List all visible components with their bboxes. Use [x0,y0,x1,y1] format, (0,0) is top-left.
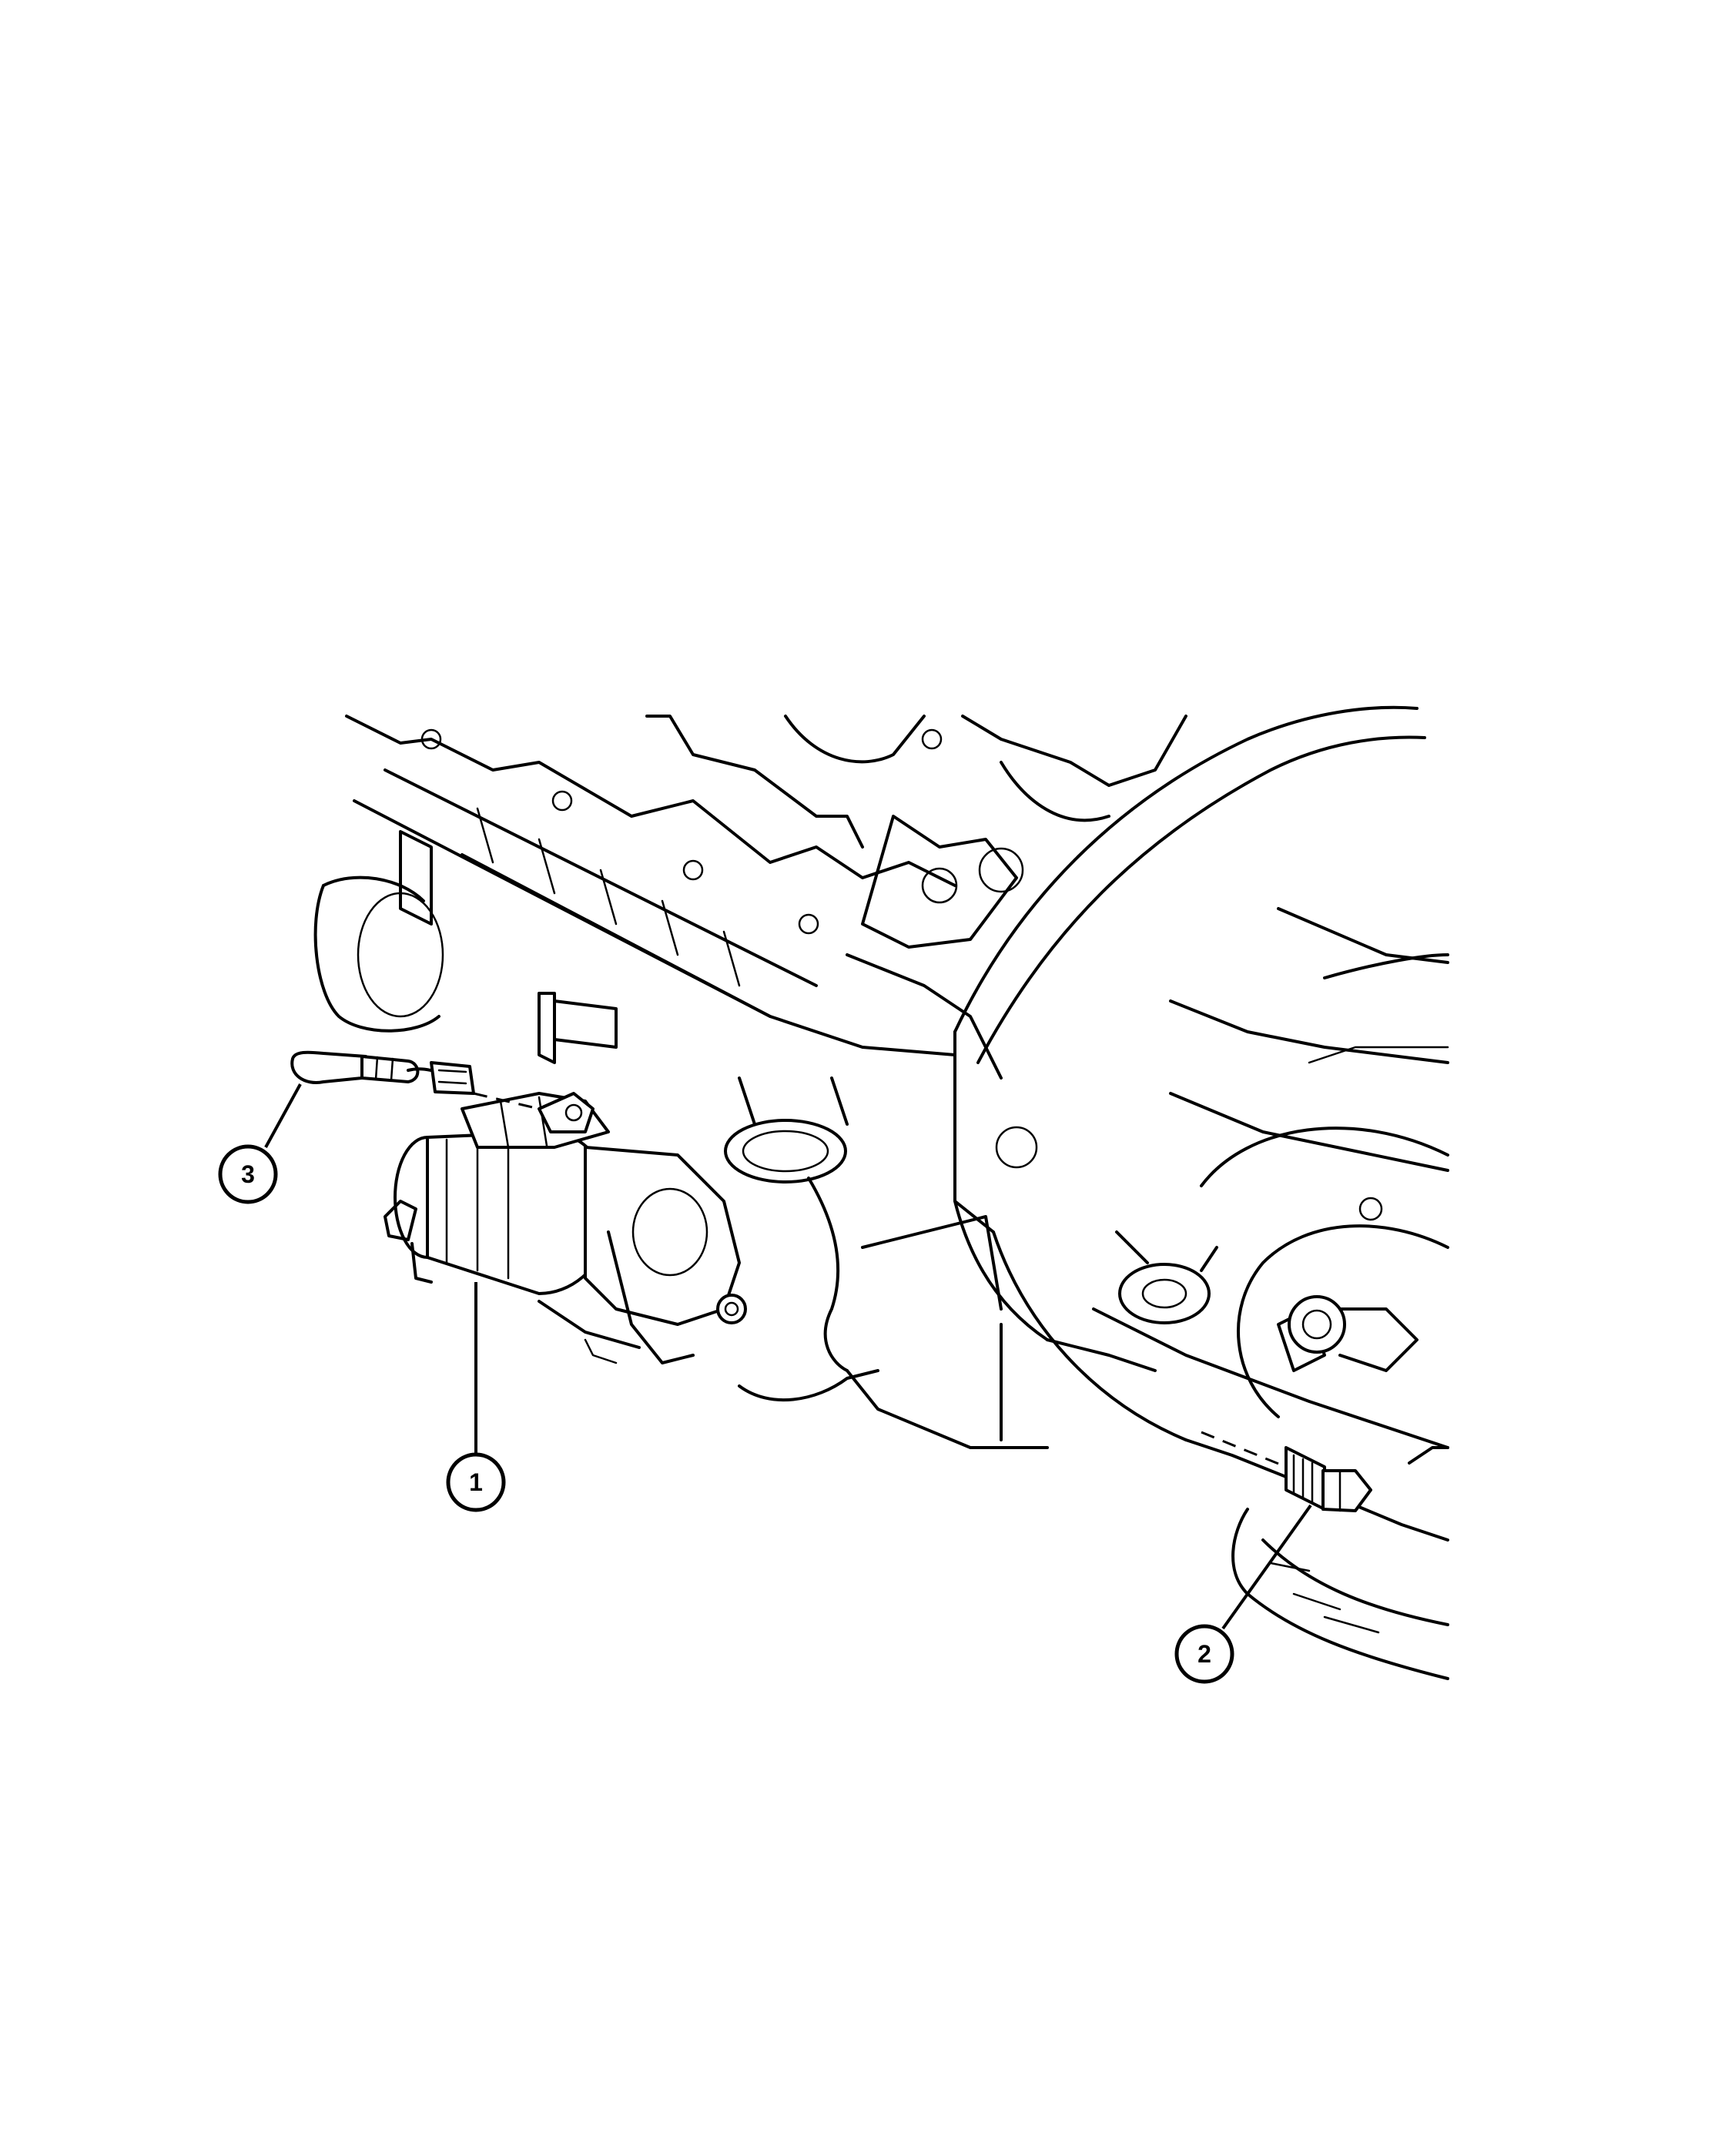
mounting-bolt [1201,1431,1372,1512]
callout-3: 3 [218,1083,302,1204]
wiring-connector [290,1050,595,1133]
callout-1: 1 [446,1282,506,1512]
callout-2: 2 [1174,1504,1312,1684]
callout-3-label: 3 [241,1160,255,1188]
callout-1-circle [446,1452,506,1512]
starter-motor [384,1092,747,1364]
engine-block-illustration [313,705,1449,1680]
callout-2-circle [1174,1624,1234,1684]
callout-1-label: 1 [469,1468,483,1496]
callout-2-label: 2 [1197,1640,1211,1668]
callout-3-circle [218,1144,278,1204]
